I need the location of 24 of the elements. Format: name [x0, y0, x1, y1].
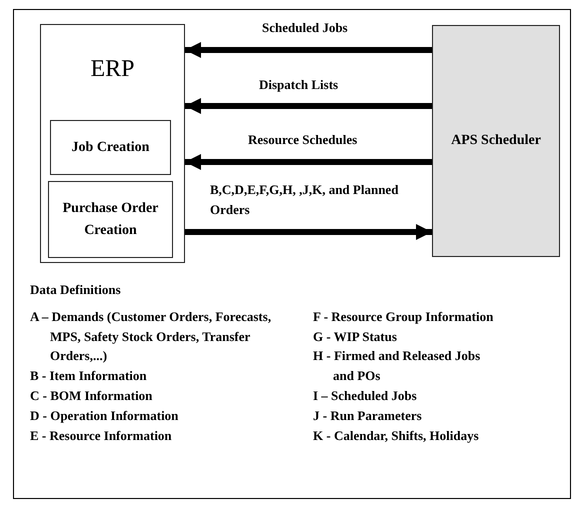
- module-box: [50, 120, 171, 175]
- system-title: ERP: [90, 55, 134, 83]
- arrow: [185, 42, 432, 58]
- definition-text: B - Item Information: [30, 367, 147, 385]
- arrow: [185, 154, 432, 170]
- definition-text: G - WIP Status: [313, 328, 397, 346]
- arrow: [185, 224, 432, 240]
- definition-text: K - Calendar, Shifts, Holidays: [313, 427, 479, 445]
- definition-text: D - Operation Information: [30, 407, 178, 425]
- definition-text: F - Resource Group Information: [313, 308, 494, 326]
- definition-text: H - Firmed and Released Jobs and POs: [313, 347, 482, 384]
- box-label: APS Scheduler: [450, 132, 542, 150]
- definition-text: J - Run Parameters: [313, 407, 422, 425]
- definition-text: A – Demands (Customer Orders, Forecasts, MPS, Safety Stock Orders, Transfer Orders,...): [30, 308, 272, 365]
- definition-text: I – Scheduled Jobs: [313, 387, 417, 405]
- box-label: Purchase Order Creation: [62, 200, 160, 240]
- system-box: [40, 24, 185, 263]
- arrow: [185, 98, 432, 114]
- module-box: [48, 181, 173, 258]
- box-label: Job Creation: [70, 138, 150, 156]
- system-box: [432, 25, 560, 257]
- definition-text: C - BOM Information: [30, 387, 152, 405]
- definition-text: E - Resource Information: [30, 427, 172, 445]
- section-heading: Data Definitions: [30, 281, 122, 299]
